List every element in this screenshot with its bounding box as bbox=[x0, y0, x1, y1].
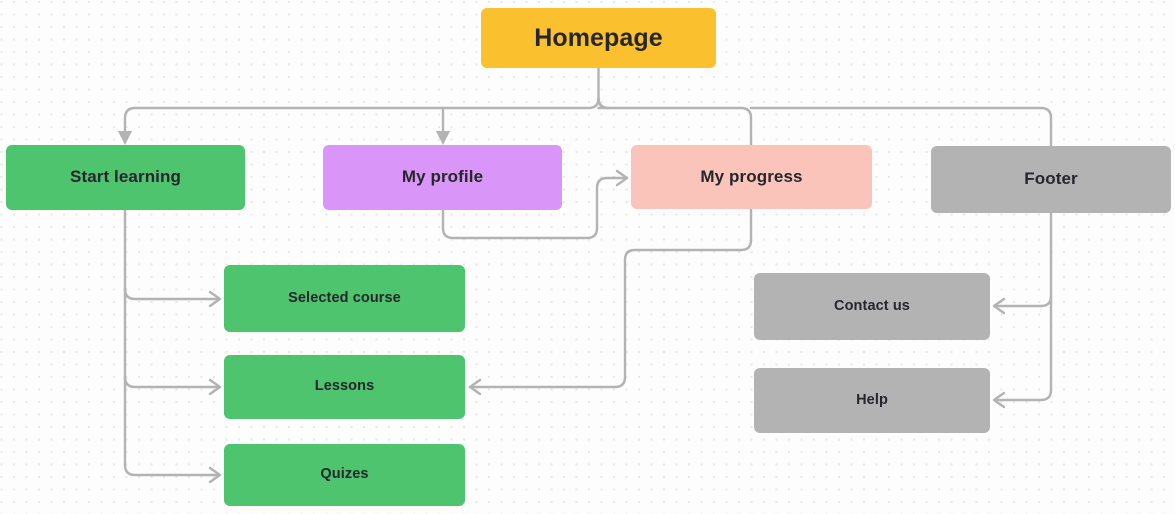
node-start-learning-label: Start learning bbox=[70, 167, 181, 187]
edge-homepage-to-my-profile bbox=[441, 96, 610, 134]
node-my-profile[interactable]: My profile bbox=[323, 145, 562, 210]
node-start-learning[interactable]: Start learning bbox=[6, 145, 245, 210]
node-quizes[interactable]: Quizes bbox=[224, 444, 465, 506]
edge-start-learning-to-selected-course bbox=[123, 287, 220, 301]
edge-footer-trunk bbox=[994, 211, 1053, 402]
arrowhead-my-progress-left bbox=[615, 169, 629, 187]
edge-start-learning-trunk bbox=[123, 208, 220, 477]
node-footer-label: Footer bbox=[1024, 169, 1078, 189]
node-homepage[interactable]: Homepage bbox=[481, 8, 716, 68]
node-my-progress-label: My progress bbox=[700, 166, 803, 186]
arrowhead-my-profile bbox=[436, 131, 450, 145]
arrowhead-start-learning bbox=[118, 131, 132, 145]
node-lessons-label: Lessons bbox=[314, 378, 375, 395]
arrowhead-help bbox=[992, 391, 1006, 409]
node-selected-course[interactable]: Selected course bbox=[224, 265, 465, 332]
arrowhead-selected-course bbox=[208, 290, 222, 308]
edge-footer-to-contact-us bbox=[994, 294, 1053, 308]
arrowhead-quizes bbox=[208, 466, 222, 484]
node-homepage-label: Homepage bbox=[534, 24, 663, 52]
arrowhead-lessons-right bbox=[468, 378, 482, 396]
arrowhead-contact-us bbox=[992, 297, 1006, 315]
edge-homepage-to-footer bbox=[749, 106, 1053, 148]
node-selected-course-label: Selected course bbox=[288, 289, 401, 306]
edge-homepage-to-my-progress bbox=[597, 96, 753, 147]
node-my-progress[interactable]: My progress bbox=[631, 145, 872, 209]
node-contact-us[interactable]: Contact us bbox=[754, 273, 990, 340]
node-help[interactable]: Help bbox=[754, 368, 990, 433]
edge-my-progress-to-lessons bbox=[470, 207, 753, 389]
node-footer[interactable]: Footer bbox=[931, 146, 1171, 213]
node-help-label: Help bbox=[856, 391, 888, 408]
edge-homepage-trunk bbox=[123, 66, 600, 134]
node-lessons[interactable]: Lessons bbox=[224, 355, 465, 419]
node-my-profile-label: My profile bbox=[401, 167, 484, 187]
node-quizes-label: Quizes bbox=[320, 466, 369, 483]
arrowhead-lessons-left bbox=[208, 378, 222, 396]
edge-start-learning-to-lessons bbox=[123, 375, 220, 389]
node-contact-us-label: Contact us bbox=[834, 297, 910, 314]
